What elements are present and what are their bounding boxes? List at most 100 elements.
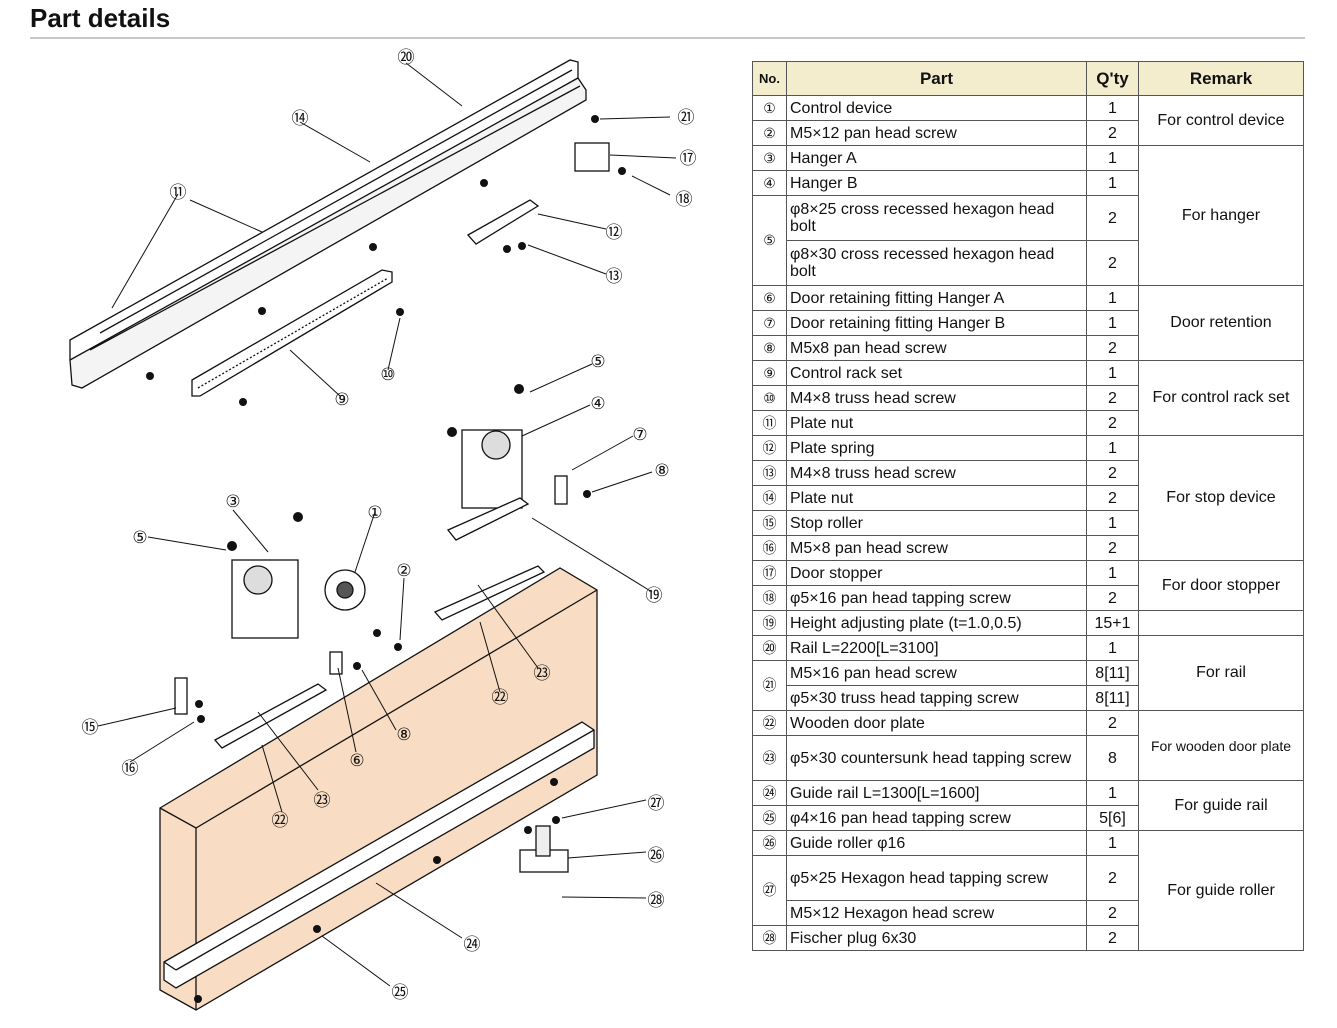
- table-row: ⑥ Door retaining fitting Hanger A 1 Door…: [752, 285, 1304, 361]
- stop-roller: [174, 677, 188, 715]
- row-part: Wooden door plate: [786, 710, 1087, 736]
- callout-17: ⑰: [680, 149, 697, 169]
- row-remark: For stop device: [1138, 435, 1304, 561]
- row-no: ⑯: [752, 535, 787, 561]
- header-part: Part: [786, 61, 1087, 96]
- row-qty: 1: [1086, 95, 1139, 121]
- callout-16: ⑯: [122, 759, 139, 779]
- plate-spring: [466, 199, 540, 245]
- table-row: M5×12 Hexagon head screw 2: [753, 900, 1304, 926]
- row-qty: 2: [1086, 410, 1139, 436]
- row-qty: 2: [1086, 585, 1139, 611]
- callout-15: ⑮: [82, 718, 99, 738]
- callout-11: ⑪: [170, 183, 187, 203]
- table-row: ③ Hanger A 1 For hanger: [752, 145, 1304, 286]
- header-no: No.: [752, 61, 787, 96]
- table-row: φ5×30 truss head tapping screw 8[11]: [753, 685, 1304, 711]
- retaining-fitting-a: [329, 651, 343, 675]
- row-no: ㉗: [752, 855, 787, 926]
- row-qty: 2: [1086, 900, 1139, 926]
- callout-25: ㉕: [392, 983, 409, 1003]
- table-row: ⑯ M5×8 pan head screw 2: [752, 535, 1304, 561]
- row-no: ⑧: [752, 335, 787, 361]
- row-part: Guide rail L=1300[L=1600]: [786, 780, 1087, 806]
- table-row: ㉖ Guide roller φ16 1 For guide roller: [752, 830, 1304, 951]
- row-qty: 2: [1086, 335, 1139, 361]
- table-row: ⑬ M4×8 truss head screw 2: [752, 460, 1304, 486]
- row-part: φ5×16 pan head tapping screw: [786, 585, 1087, 611]
- retaining-fitting-b: [554, 475, 568, 505]
- header-qty: Q'ty: [1086, 61, 1139, 96]
- callout-23-right: ㉓: [534, 664, 551, 684]
- row-part: φ4×16 pan head tapping screw: [786, 805, 1087, 831]
- table-row: ⑨ Control rack set 1 For control rack se…: [752, 360, 1304, 436]
- row-part: φ5×30 countersunk head tapping screw: [786, 735, 1087, 781]
- row-no: ①: [752, 95, 787, 121]
- row-qty: 1: [1086, 145, 1139, 171]
- row-part: M5x8 pan head screw: [786, 335, 1087, 361]
- row-qty: 1: [1086, 360, 1139, 386]
- row-no: ②: [752, 120, 787, 146]
- height-plate: [446, 497, 530, 541]
- exploded-diagram: ⑳ ⑭ ⑪ ⑫ ⑬ ㉑ ⑰ ⑱ ⑩ ⑨ ⑤ ④ ⑦ ⑧ ⑲ ③ ⑤ ① ② ⑥ …: [69, 48, 697, 1011]
- table-row: ㉑ M5×16 pan head screw 8[11]: [752, 660, 1304, 711]
- row-qty: 8[11]: [1086, 660, 1139, 686]
- row-qty: 1: [1086, 310, 1139, 336]
- table-row: ⑮ Stop roller 1: [752, 510, 1304, 536]
- row-qty: 1: [1086, 285, 1139, 311]
- title-divider: [30, 37, 1305, 39]
- row-remark: Door retention: [1138, 285, 1304, 361]
- row-part: Plate spring: [786, 435, 1087, 461]
- row-qty: 5[6]: [1086, 805, 1139, 831]
- row-part: Plate nut: [786, 410, 1087, 436]
- row-no: ㉑: [752, 660, 787, 711]
- row-no: ㉘: [752, 925, 787, 951]
- row-qty: 1: [1086, 170, 1139, 196]
- callout-13: ⑬: [606, 267, 623, 287]
- row-no: ⑤: [752, 195, 787, 286]
- row-no: ⑩: [752, 385, 787, 411]
- table-row: ① Control device 1 For control device: [752, 95, 1304, 146]
- row-qty: 2: [1086, 120, 1139, 146]
- row-remark: For guide roller: [1138, 830, 1304, 951]
- row-no: ⑫: [752, 435, 787, 461]
- row-part: Control rack set: [786, 360, 1087, 386]
- door-stopper: [574, 142, 610, 172]
- callout-24: ㉔: [464, 935, 481, 955]
- table-row: ㉗ φ5×25 Hexagon head tapping screw 2: [752, 855, 1304, 926]
- row-qty: 2: [1086, 385, 1139, 411]
- row-part: Rail L=2200[L=3100]: [786, 635, 1087, 661]
- callout-2: ②: [396, 561, 411, 581]
- callout-22-right: ㉒: [492, 688, 509, 708]
- row-part: Fischer plug 6x30: [786, 925, 1087, 951]
- row-no: ⑦: [752, 310, 787, 336]
- callout-6: ⑥: [349, 751, 364, 771]
- callout-1: ①: [367, 503, 382, 523]
- row-part: Hanger B: [786, 170, 1087, 196]
- row-part: M5×16 pan head screw: [786, 660, 1087, 686]
- row-qty: 1: [1086, 510, 1139, 536]
- row-part: φ5×25 Hexagon head tapping screw: [786, 855, 1087, 901]
- callout-7: ⑦: [632, 425, 647, 445]
- row-part: φ8×25 cross recessed hexagon head bolt: [786, 195, 1087, 241]
- row-remark-empty: [1138, 610, 1304, 636]
- table-row: φ8×30 cross recessed hexagon head bolt 2: [753, 240, 1304, 286]
- row-qty: 1: [1086, 560, 1139, 586]
- row-part: φ8×30 cross recessed hexagon head bolt: [786, 240, 1087, 286]
- row-no: ⑱: [752, 585, 787, 611]
- row-qty: 2: [1086, 855, 1139, 901]
- callout-23-left: ㉓: [314, 791, 331, 811]
- callout-5-right: ⑤: [590, 352, 605, 372]
- row-no: ㉖: [752, 830, 787, 856]
- table-row: ⑰ Door stopper 1 For door stopper: [752, 560, 1304, 611]
- row-no: ⑨: [752, 360, 787, 386]
- header-remark: Remark: [1138, 61, 1304, 96]
- row-remark: For rail: [1138, 635, 1304, 711]
- callout-27: ㉗: [648, 794, 665, 814]
- table-row: ⑦ Door retaining fitting Hanger B 1: [752, 310, 1304, 336]
- callout-10: ⑩: [380, 365, 395, 385]
- callout-8-left: ⑧: [396, 725, 411, 745]
- callout-19: ⑲: [646, 586, 663, 606]
- table-row: ⑫ Plate spring 1 For stop device: [752, 435, 1304, 561]
- row-part: Door stopper: [786, 560, 1087, 586]
